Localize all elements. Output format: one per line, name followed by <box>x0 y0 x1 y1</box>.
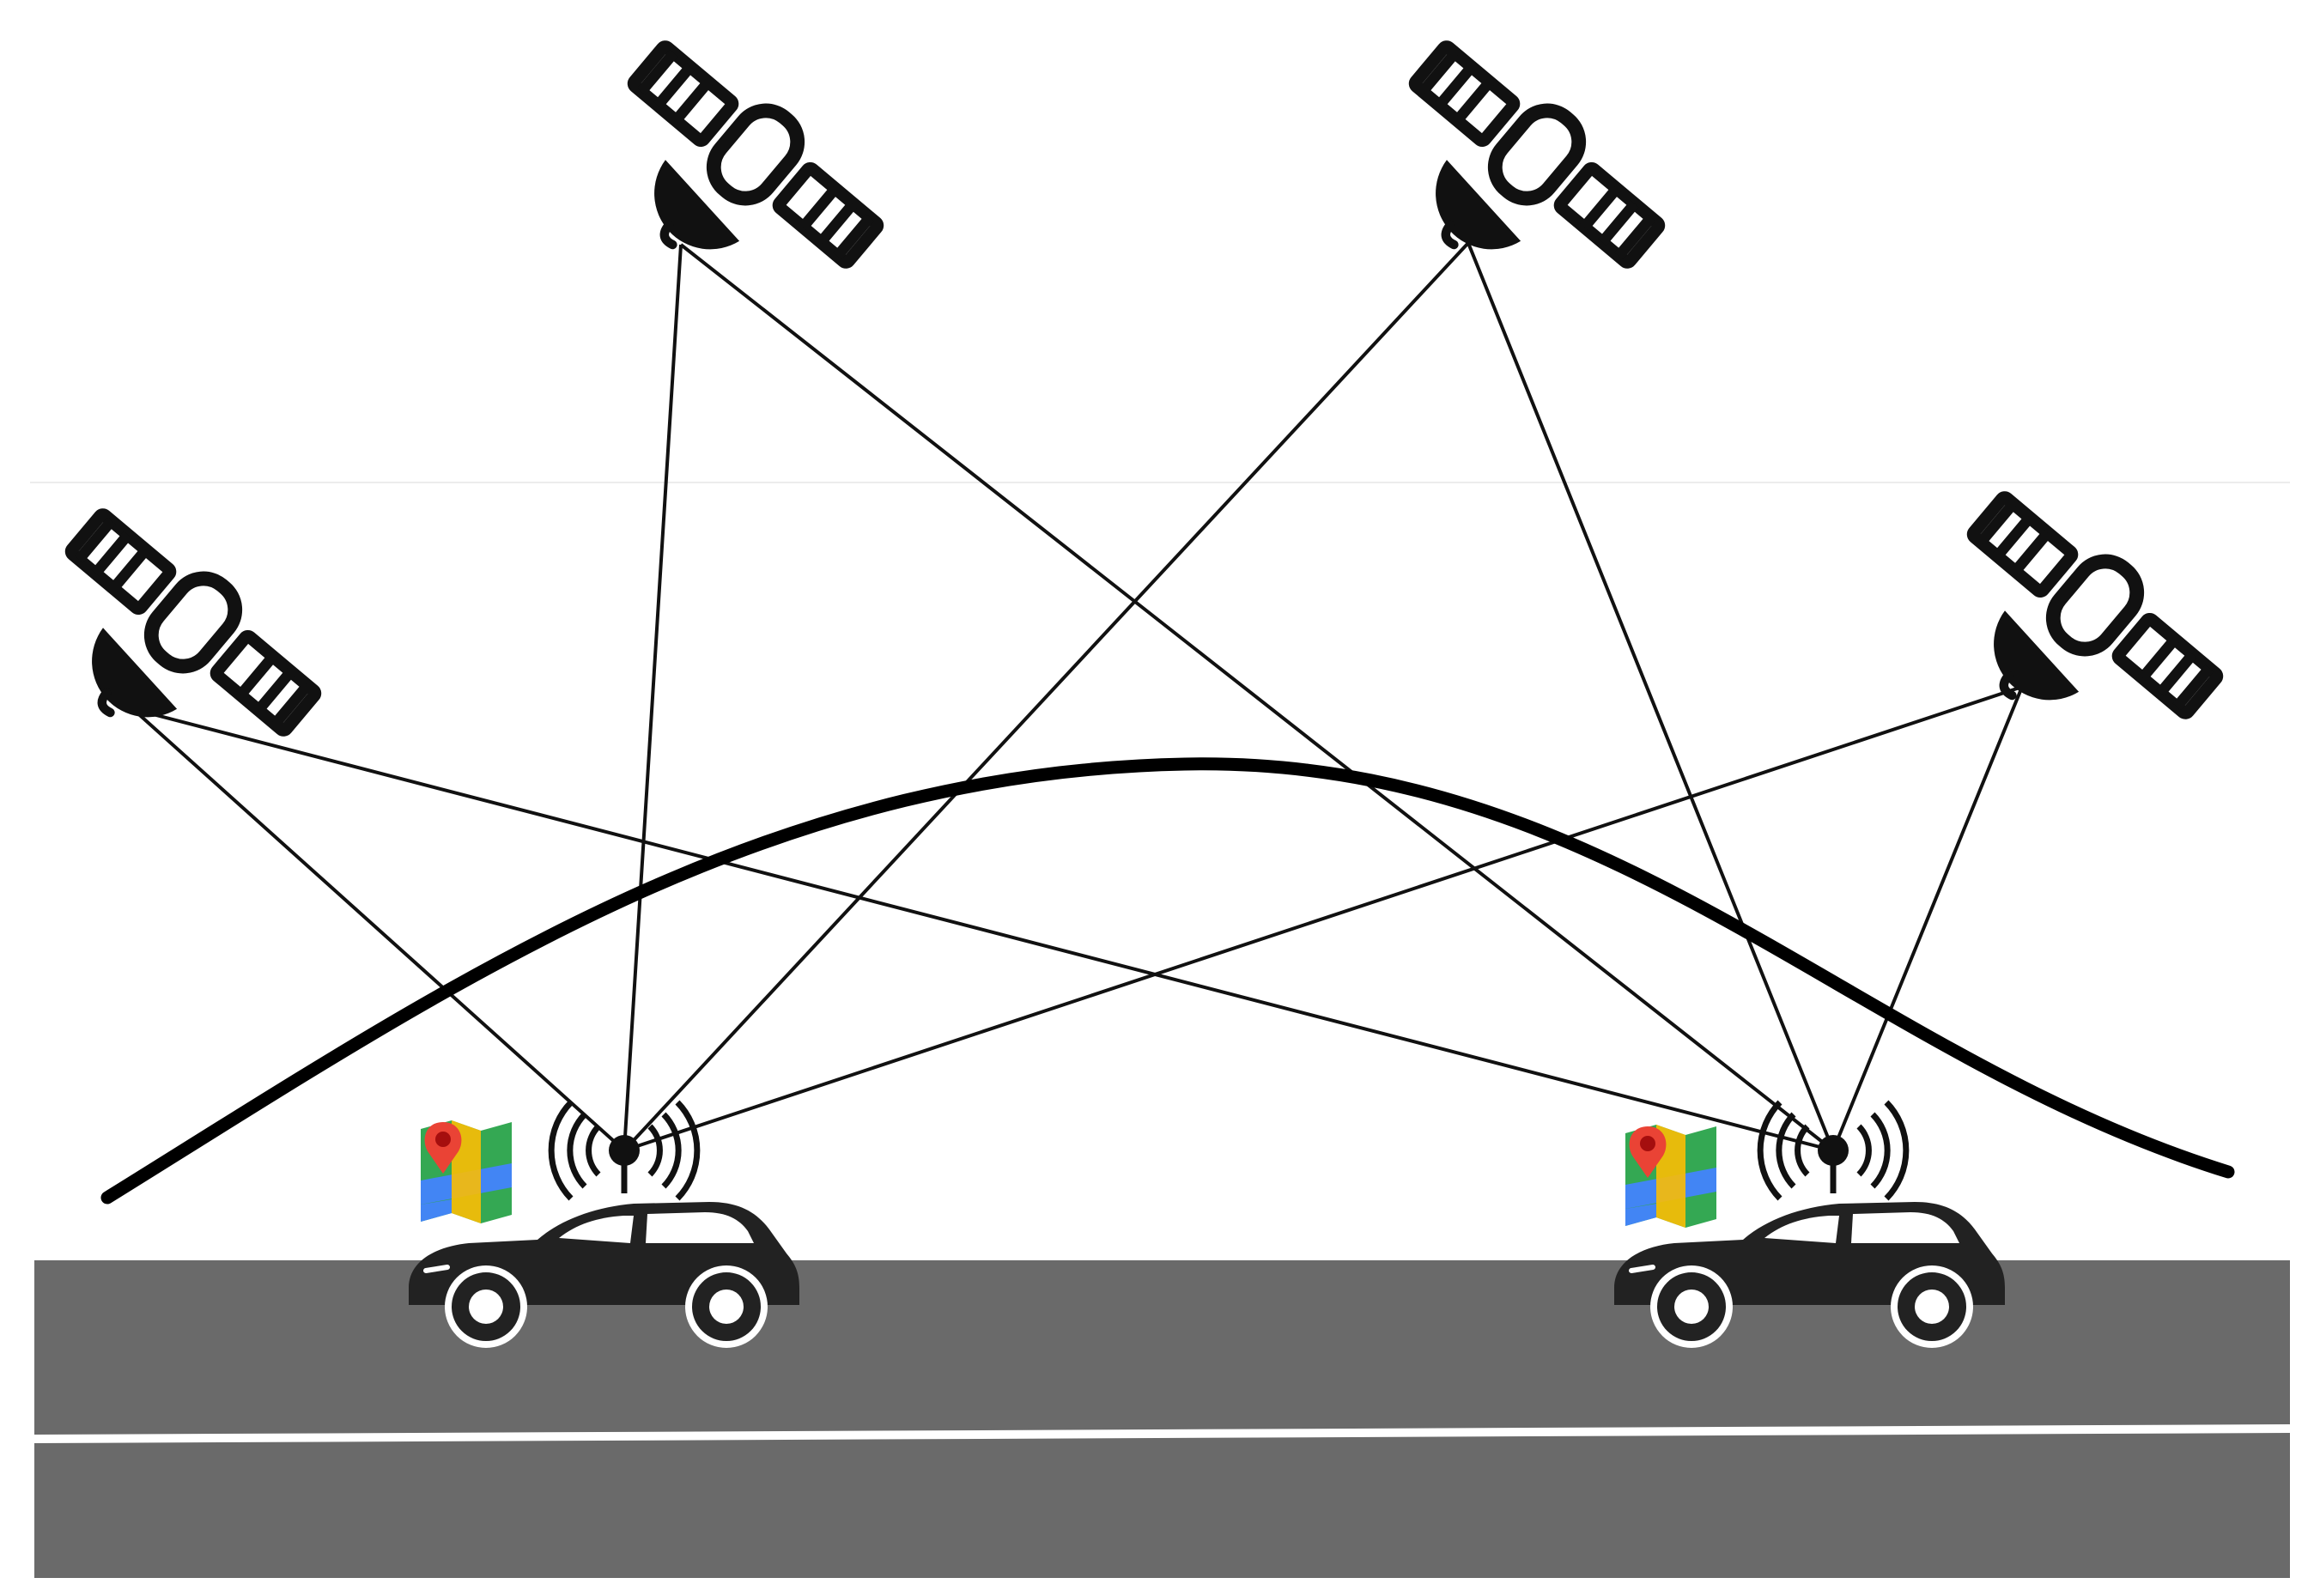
antenna-signal-icon <box>551 1102 697 1199</box>
satellite-icon <box>632 46 878 264</box>
map-pin-icon <box>421 1120 512 1223</box>
antenna-signal-icon <box>1760 1102 1906 1199</box>
earth-curvature-arc <box>100 757 2235 1205</box>
lane-marking <box>33 1424 2291 1443</box>
signal-link <box>132 707 1834 1152</box>
signal-links <box>131 241 2024 1152</box>
satellite-icon <box>70 513 316 731</box>
satellite-icon <box>1413 46 1660 264</box>
signal-link <box>1467 242 1835 1151</box>
map-pin-icon <box>1625 1125 1716 1228</box>
signal-link <box>623 241 1470 1152</box>
signal-link <box>1831 686 2024 1151</box>
signal-link <box>131 707 626 1152</box>
signal-link <box>623 244 683 1151</box>
signal-link <box>679 243 1835 1152</box>
satellite-icon <box>1971 496 2218 714</box>
signal-link <box>623 685 2023 1152</box>
